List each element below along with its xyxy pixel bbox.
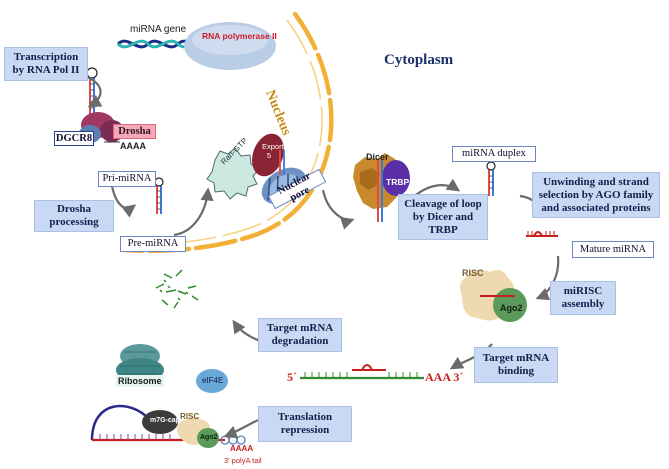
translation-repression-box: Translation repression — [258, 406, 352, 442]
rna-polymerase-label: RNA polymerase II — [202, 31, 277, 41]
pri-mirna-label: Pri-miRNA — [98, 171, 156, 187]
dgcr8-label: DGCR8 — [54, 131, 94, 146]
risc-complex-icon — [460, 269, 527, 322]
exportin-5-icon — [252, 133, 284, 177]
trbp-label: TRBP — [386, 177, 410, 187]
risc-label-2: RISC — [180, 412, 200, 421]
ago2-label: Ago2 — [500, 303, 523, 313]
m7g-cap-label: m7G-cap — [150, 417, 180, 424]
poly-a-3-prime-label: AAA 3´ — [425, 370, 464, 384]
transcription-box: Transcription by RNA Pol II — [4, 47, 88, 81]
pre-mirna-label: Pre-miRNA — [120, 236, 186, 252]
poly-a-label-1: AAAA — [120, 141, 146, 151]
ran-gtp-icon — [206, 147, 260, 200]
drosha-processing-box: Drosha processing — [34, 200, 114, 232]
cytoplasm-label: Cytoplasm — [384, 52, 454, 68]
mature-mirna-icon — [526, 231, 558, 237]
mirna-gene-label: miRNA gene — [130, 24, 187, 35]
target-mrna-icon — [300, 364, 424, 380]
risc-label: RISC — [462, 268, 484, 278]
eif4e-icon — [196, 369, 228, 393]
mirna-duplex-icon — [486, 161, 496, 196]
drosha-label: Drosha — [113, 124, 156, 139]
mirna-duplex-label: miRNA duplex — [452, 146, 536, 162]
rna-polymerase-icon — [184, 22, 276, 70]
mature-mirna-label: Mature miRNA — [572, 241, 654, 258]
poly-a-label-2: AAAA — [230, 444, 254, 453]
five-prime-label: 5´ — [287, 370, 297, 384]
cleavage-box: Cleavage of loop by Dicer and TRBP — [398, 194, 488, 240]
ribosome-label: Ribosome — [116, 375, 164, 387]
target-degradation-box: Target mRNA degradation — [258, 318, 342, 352]
degraded-mrna-fragments-icon — [155, 269, 199, 309]
dicer-label: Dicer — [366, 152, 389, 162]
repressed-mrna-complex-icon — [90, 404, 246, 448]
dicer-trbp-icon — [353, 153, 410, 222]
ago2-label-2: Ago2 — [200, 434, 218, 441]
unwinding-box: Unwinding and strand selection by AGO fa… — [532, 172, 660, 218]
target-binding-box: Target mRNA binding — [474, 347, 558, 383]
mirisc-assembly-box: miRISC assembly — [550, 281, 616, 315]
polya-tail-label: 3' polyA tail — [224, 456, 262, 465]
eif4e-label: eIF4E — [202, 376, 224, 385]
pre-mirna-hairpin-icon — [154, 177, 164, 214]
exportin-label: Exportin 5 — [262, 142, 290, 160]
